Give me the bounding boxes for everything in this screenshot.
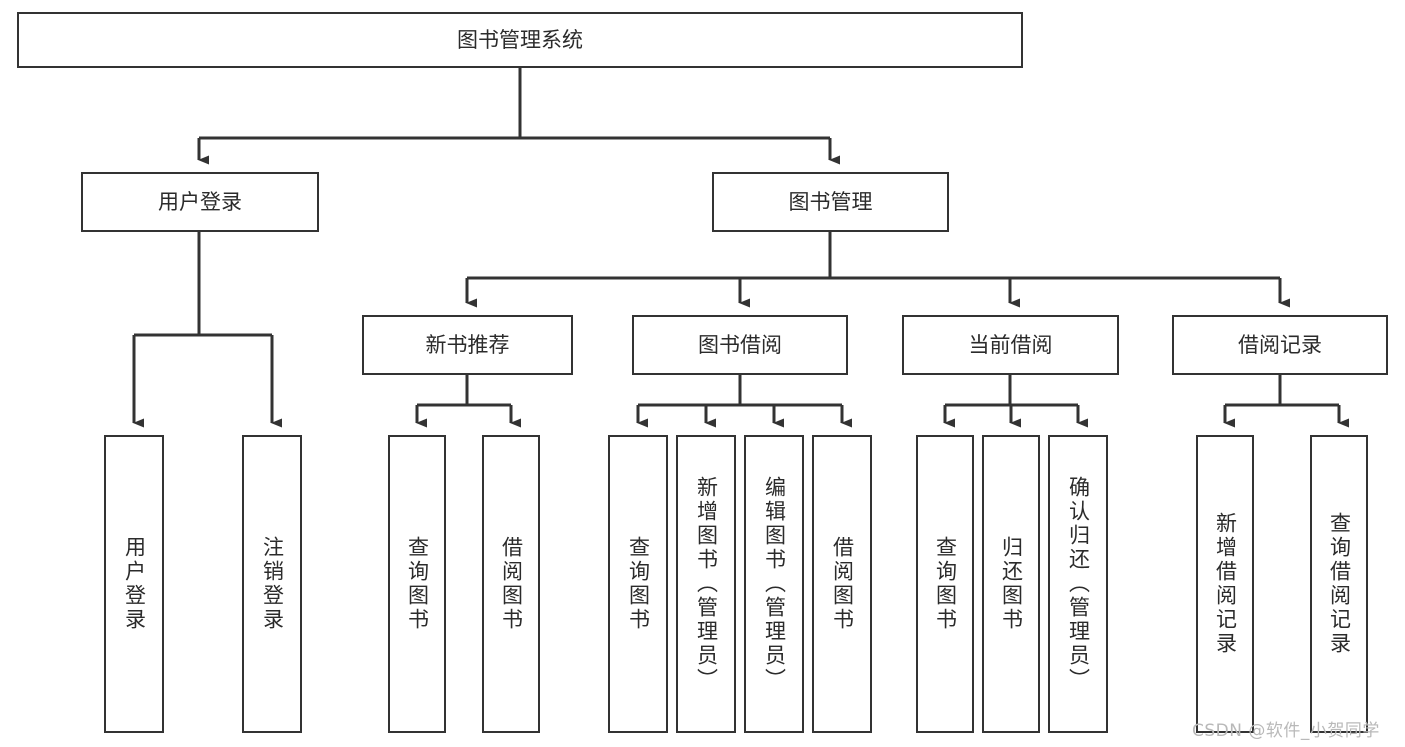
node-leaf-return-book-label: 归还图书 [999, 536, 1024, 632]
node-leaf-edit-book[interactable]: 编辑图书（管理员） [744, 435, 804, 733]
node-user-login-label: 用户登录 [158, 189, 242, 214]
node-leaf-query-book-borrow-label: 查询图书 [626, 536, 651, 632]
node-leaf-add-record[interactable]: 新增借阅记录 [1196, 435, 1254, 733]
node-leaf-borrow-book-rec[interactable]: 借阅图书 [482, 435, 540, 733]
node-leaf-add-record-label: 新增借阅记录 [1213, 512, 1238, 656]
node-leaf-query-record[interactable]: 查询借阅记录 [1310, 435, 1368, 733]
node-leaf-confirm-return-label: 确认归还（管理员） [1066, 476, 1091, 692]
node-leaf-borrow-book-rec-label: 借阅图书 [499, 536, 524, 632]
node-borrow-record-label: 借阅记录 [1238, 332, 1322, 357]
node-leaf-add-book[interactable]: 新增图书（管理员） [676, 435, 736, 733]
node-new-book-rec-label: 新书推荐 [425, 332, 510, 357]
node-root[interactable]: 图书管理系统 [17, 12, 1023, 68]
node-leaf-query-book-current-label: 查询图书 [933, 536, 958, 632]
node-book-manage[interactable]: 图书管理 [712, 172, 949, 232]
node-new-book-rec[interactable]: 新书推荐 [362, 315, 573, 375]
node-leaf-user-logout[interactable]: 注销登录 [242, 435, 302, 733]
csdn-watermark: CSDN @软件_小贺同学 [1192, 721, 1380, 741]
node-leaf-add-book-label: 新增图书（管理员） [694, 476, 719, 692]
node-leaf-query-book-current[interactable]: 查询图书 [916, 435, 974, 733]
node-leaf-confirm-return[interactable]: 确认归还（管理员） [1048, 435, 1108, 733]
node-user-login[interactable]: 用户登录 [81, 172, 319, 232]
node-borrow-record[interactable]: 借阅记录 [1172, 315, 1388, 375]
node-current-borrow[interactable]: 当前借阅 [902, 315, 1119, 375]
node-leaf-user-login-label: 用户登录 [122, 536, 147, 632]
node-leaf-borrow-book-label: 借阅图书 [830, 536, 855, 632]
node-book-borrow-label: 图书借阅 [698, 332, 782, 357]
node-leaf-query-book-rec-label: 查询图书 [405, 536, 430, 632]
node-leaf-query-book-borrow[interactable]: 查询图书 [608, 435, 668, 733]
node-book-borrow[interactable]: 图书借阅 [632, 315, 848, 375]
node-current-borrow-label: 当前借阅 [968, 332, 1053, 357]
node-leaf-return-book[interactable]: 归还图书 [982, 435, 1040, 733]
node-leaf-query-book-rec[interactable]: 查询图书 [388, 435, 446, 733]
node-leaf-query-record-label: 查询借阅记录 [1327, 512, 1352, 656]
node-leaf-user-logout-label: 注销登录 [260, 536, 285, 632]
node-leaf-edit-book-label: 编辑图书（管理员） [762, 476, 787, 692]
node-root-label: 图书管理系统 [457, 27, 583, 52]
node-leaf-borrow-book[interactable]: 借阅图书 [812, 435, 872, 733]
node-leaf-user-login[interactable]: 用户登录 [104, 435, 164, 733]
node-book-manage-label: 图书管理 [788, 189, 873, 214]
